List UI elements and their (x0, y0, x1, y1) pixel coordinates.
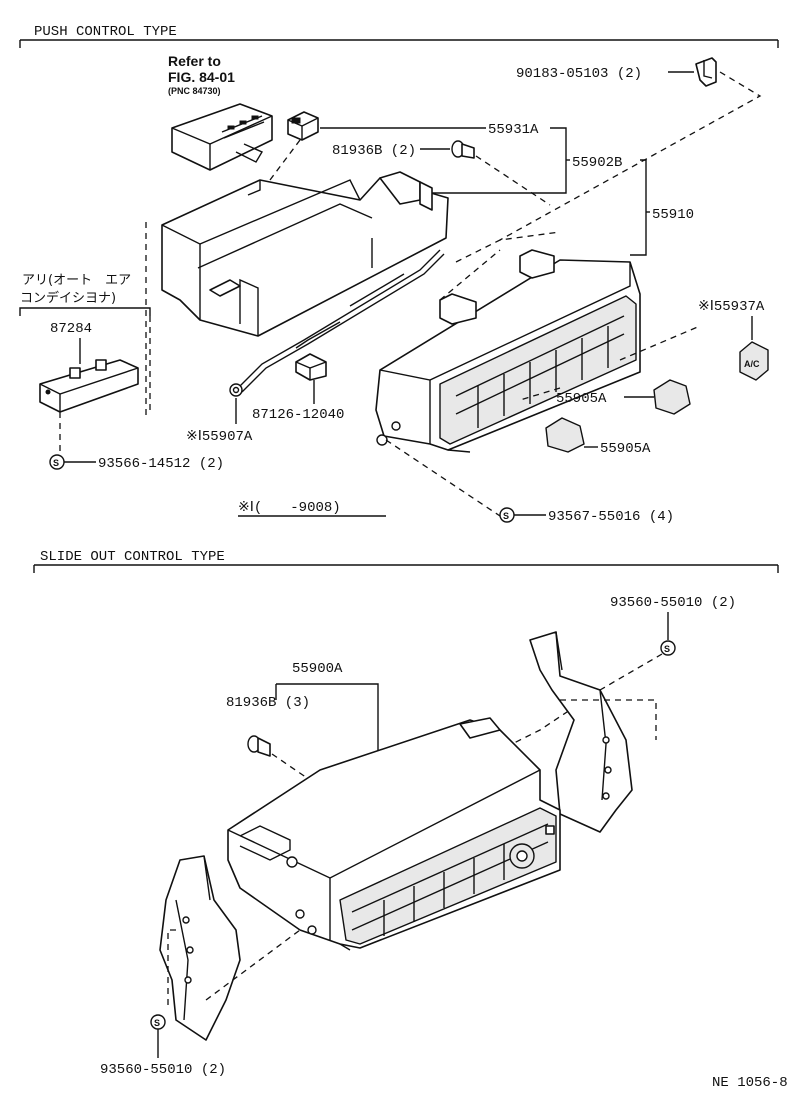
refer-line3: (PNC 84730) (168, 86, 221, 96)
figure-id: NE 1056-8 (712, 1075, 788, 1091)
clip-90183: 90183-05103 (2) (499, 57, 762, 241)
label-55937a: ※Ⅰ55937A (698, 299, 765, 315)
label-55931a: 55931A (488, 122, 539, 138)
marker-s-4: S (154, 1018, 160, 1028)
note-text: ※Ⅰ( -9008) (238, 500, 341, 516)
label-81936b-2: 81936B (2) (332, 143, 416, 159)
label-55905a-1: 55905A (556, 391, 607, 407)
connector-55931a-drawing (269, 111, 319, 181)
push-section-title: PUSH CONTROL TYPE (34, 24, 177, 40)
label-90183: 90183-05103 (2) (516, 66, 642, 82)
knob-55905a-2: 55905A (545, 417, 651, 457)
cable-drawing (229, 249, 445, 397)
control-head-drawing (375, 249, 641, 453)
clip-87126: 87126-12040 (252, 353, 344, 423)
label-55910: 55910 (652, 207, 694, 223)
screw-93566: S 93566-14512 (2) (49, 454, 224, 472)
marker-s-3: S (664, 644, 670, 654)
label-87284: 87284 (50, 321, 92, 337)
callout-55900a: 55900A (275, 661, 379, 760)
ac-marker: A/C (744, 359, 760, 369)
label-55905a-2: 55905A (600, 441, 651, 457)
screw-81936b-3: 81936B (3) (226, 695, 311, 781)
slide-out-unit-drawing (227, 717, 561, 951)
label-93560-bottom: 93560-55010 (2) (100, 1062, 226, 1078)
screw-93560-bottom: S 93560-55010 (2) (100, 1014, 226, 1078)
right-side-bracket (529, 631, 657, 833)
refer-line1: Refer to (168, 53, 221, 69)
callout-55902b: 55902B (566, 155, 647, 256)
label-55902b: 55902B (572, 155, 622, 171)
marker-s-1: S (53, 458, 59, 468)
jp-line1: アリ(オート エア (22, 273, 131, 288)
screw-93560-top: 93560-55010 (2) S (499, 595, 736, 751)
optional-bracket-group: アリ(オート エア コンデイシヨナ) 87284 (19, 222, 151, 454)
screw-93567: S 93567-55016 (4) (499, 507, 674, 525)
label-93560-top: 93560-55010 (2) (610, 595, 736, 611)
jp-line2: コンデイシヨナ) (20, 290, 116, 306)
screw-81936b-2: 81936B (2) (332, 140, 551, 206)
marker-s-2: S (503, 511, 509, 521)
housing-drawing (161, 171, 449, 337)
label-87126: 87126-12040 (252, 407, 344, 423)
label-55900a: 55900A (292, 661, 343, 677)
refer-to-note: Refer to FIG. 84-01 (PNC 84730) (168, 53, 235, 96)
left-side-bracket (159, 855, 301, 1041)
push-section-header: PUSH CONTROL TYPE (19, 24, 779, 48)
label-93566: 93566-14512 (2) (98, 456, 224, 472)
callout-55910: 55910 (646, 207, 694, 223)
slide-section-header: SLIDE OUT CONTROL TYPE (33, 549, 779, 573)
label-93567: 93567-55016 (4) (548, 509, 674, 525)
label-81936b-3: 81936B (3) (226, 695, 310, 711)
push-dashed-guides (385, 231, 701, 517)
callout-55907a: ※Ⅰ55907A (186, 398, 253, 445)
referenced-unit-drawing (171, 103, 273, 171)
refer-line2: FIG. 84-01 (168, 69, 235, 85)
slide-section-title: SLIDE OUT CONTROL TYPE (40, 549, 225, 565)
ac-button-55937a: ※Ⅰ55937A A/C (698, 299, 769, 381)
knob-55905a-1: 55905A (556, 379, 691, 415)
applicability-note: ※Ⅰ( -9008) (238, 500, 386, 517)
label-55907a: ※Ⅰ55907A (186, 429, 253, 445)
